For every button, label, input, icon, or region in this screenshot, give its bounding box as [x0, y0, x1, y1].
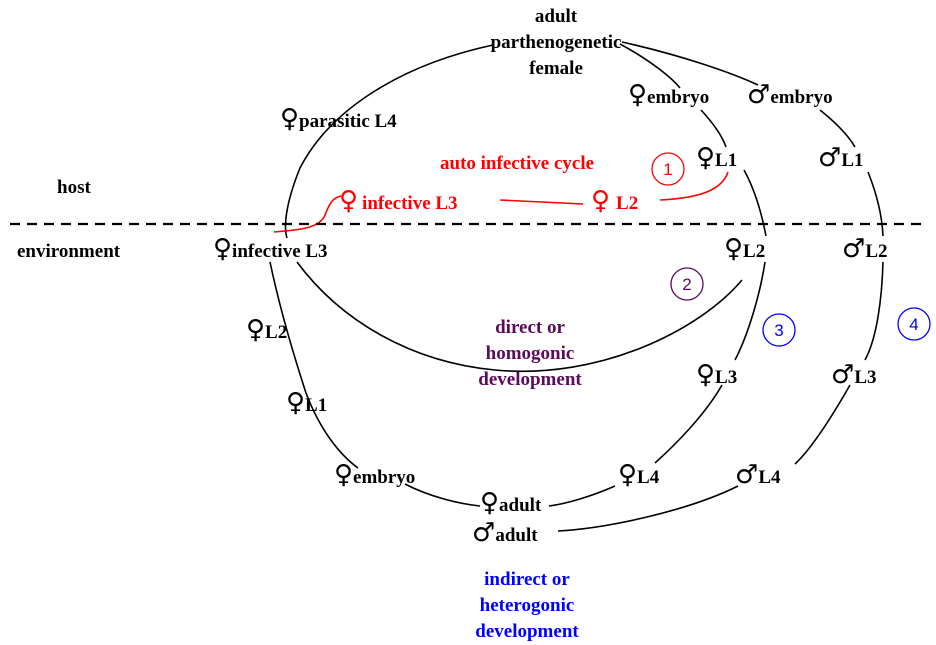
arc-male-embryo-to-l1: [819, 109, 856, 148]
marker-1-text: 1: [663, 160, 672, 179]
marker-1: 1: [651, 152, 685, 186]
male-l1-stage: ♂L1: [818, 143, 864, 173]
arc-l4-to-adult: [548, 485, 616, 507]
female-symbol-icon: ♀: [480, 488, 499, 518]
female-infective-l3-stage: ♀infective L3: [213, 234, 328, 264]
arc-male-l1-to-l2: [867, 171, 884, 237]
male-symbol-icon: ♂: [818, 143, 841, 173]
marker-4: 4: [897, 307, 931, 341]
indirect-label-line-2: heterogonic: [480, 595, 575, 616]
arc-male-l2-to-l3: [864, 261, 884, 361]
male-symbol-icon: ♂: [472, 518, 495, 548]
female-parasitic-l4-stage: ♀parasitic L4: [280, 104, 397, 134]
male-l2-stage: ♂L2: [842, 234, 888, 264]
male-embryo-top-stage: ♂embryo: [747, 80, 833, 110]
environment-label: environment: [17, 241, 121, 262]
female-symbol-icon: ♀: [724, 234, 743, 264]
direct-development-label: direct or homogonic development: [478, 317, 582, 390]
direct-label-line-1: direct or: [495, 317, 565, 338]
arc-l1-to-l2: [743, 169, 767, 237]
arc-male-l3-to-l4: [794, 384, 851, 465]
male-symbol-icon: ♂: [842, 234, 865, 264]
direct-label-line-3: development: [478, 369, 582, 390]
arc-l3-to-l4: [654, 384, 723, 464]
auto-infective-cycle-label: auto infective cycle: [440, 153, 594, 174]
auto-line-l1-to-l2: [659, 171, 729, 201]
outer-cycle-left-arc: [269, 261, 359, 469]
male-adult-stage: ♂adult: [472, 518, 538, 548]
adult-parthenogenetic-female-label: adult parthenogenetic female: [491, 6, 622, 79]
female-l4-stage: ♀L4: [618, 460, 660, 490]
female-symbol-icon: ♀: [628, 80, 647, 110]
direct-development-arc: [296, 261, 743, 372]
auto-line-to-infective-l3: [273, 195, 342, 233]
direct-label-line-2: homogonic: [486, 343, 575, 364]
male-l4-stage: ♂L4: [735, 460, 781, 490]
female-symbol-icon: ♀: [213, 234, 232, 264]
arc-embryo-to-l1: [700, 109, 727, 148]
female-symbol-icon: ♀: [618, 460, 637, 490]
auto-line-l2-to-infective: [499, 199, 584, 205]
male-l3-stage: ♂L3: [831, 360, 877, 390]
top-label-line-1: adult: [535, 6, 578, 27]
female-symbol-icon: ♀: [696, 360, 715, 390]
female-symbol-icon: ♀: [696, 143, 715, 173]
female-l2-right-stage: ♀L2: [724, 234, 765, 264]
indirect-label-line-3: development: [475, 621, 579, 642]
female-embryo-top-stage: ♀embryo: [628, 80, 709, 110]
outer-cycle-bottom-arc: [404, 483, 481, 507]
female-symbol-icon: ♀: [339, 186, 358, 216]
female-symbol-icon: ♀: [286, 388, 305, 418]
female-symbol-icon: ♀: [334, 460, 353, 490]
female-symbol-icon: ♀: [280, 104, 299, 134]
male-symbol-icon: ♂: [831, 360, 854, 390]
male-symbol-icon: ♂: [735, 460, 758, 490]
top-label-line-2: parthenogenetic: [491, 32, 622, 53]
female-embryo-bottom-stage: ♀embryo: [334, 460, 415, 490]
marker-3: 3: [762, 313, 796, 347]
arc-male-l4-to-adult: [557, 485, 739, 532]
cycle-lines: [269, 41, 884, 532]
indirect-development-label: indirect or heterogonic development: [475, 569, 579, 642]
arc-adult-to-male-embryo: [621, 41, 759, 86]
female-adult-stage: ♀adult: [480, 488, 542, 518]
outer-cycle-top-left-arc: [284, 44, 494, 239]
male-symbol-icon: ♂: [747, 80, 770, 110]
arc-adult-to-female-embryo: [619, 43, 681, 89]
female-l3-stage: ♀L3: [696, 360, 737, 390]
female-l2-left-stage: ♀L2: [246, 315, 287, 345]
red-female-infective-l3-stage: ♀infective L3: [339, 186, 458, 216]
auto-infective-lines: [273, 171, 729, 233]
marker-4-text: 4: [909, 315, 918, 334]
female-l1-left-stage: ♀L1: [286, 388, 327, 418]
marker-3-text: 3: [774, 321, 783, 340]
marker-2-text: 2: [682, 275, 691, 294]
host-label: host: [57, 177, 91, 198]
indirect-label-line-1: indirect or: [484, 569, 570, 590]
female-symbol-icon: ♀: [591, 186, 610, 216]
top-label-line-3: female: [529, 58, 583, 79]
female-symbol-icon: ♀: [246, 315, 265, 345]
female-l1-host-stage: ♀L1: [696, 143, 737, 173]
arc-l2-to-l3: [734, 261, 766, 361]
marker-2: 2: [670, 267, 704, 301]
red-female-l2-stage: ♀L2: [591, 186, 638, 216]
